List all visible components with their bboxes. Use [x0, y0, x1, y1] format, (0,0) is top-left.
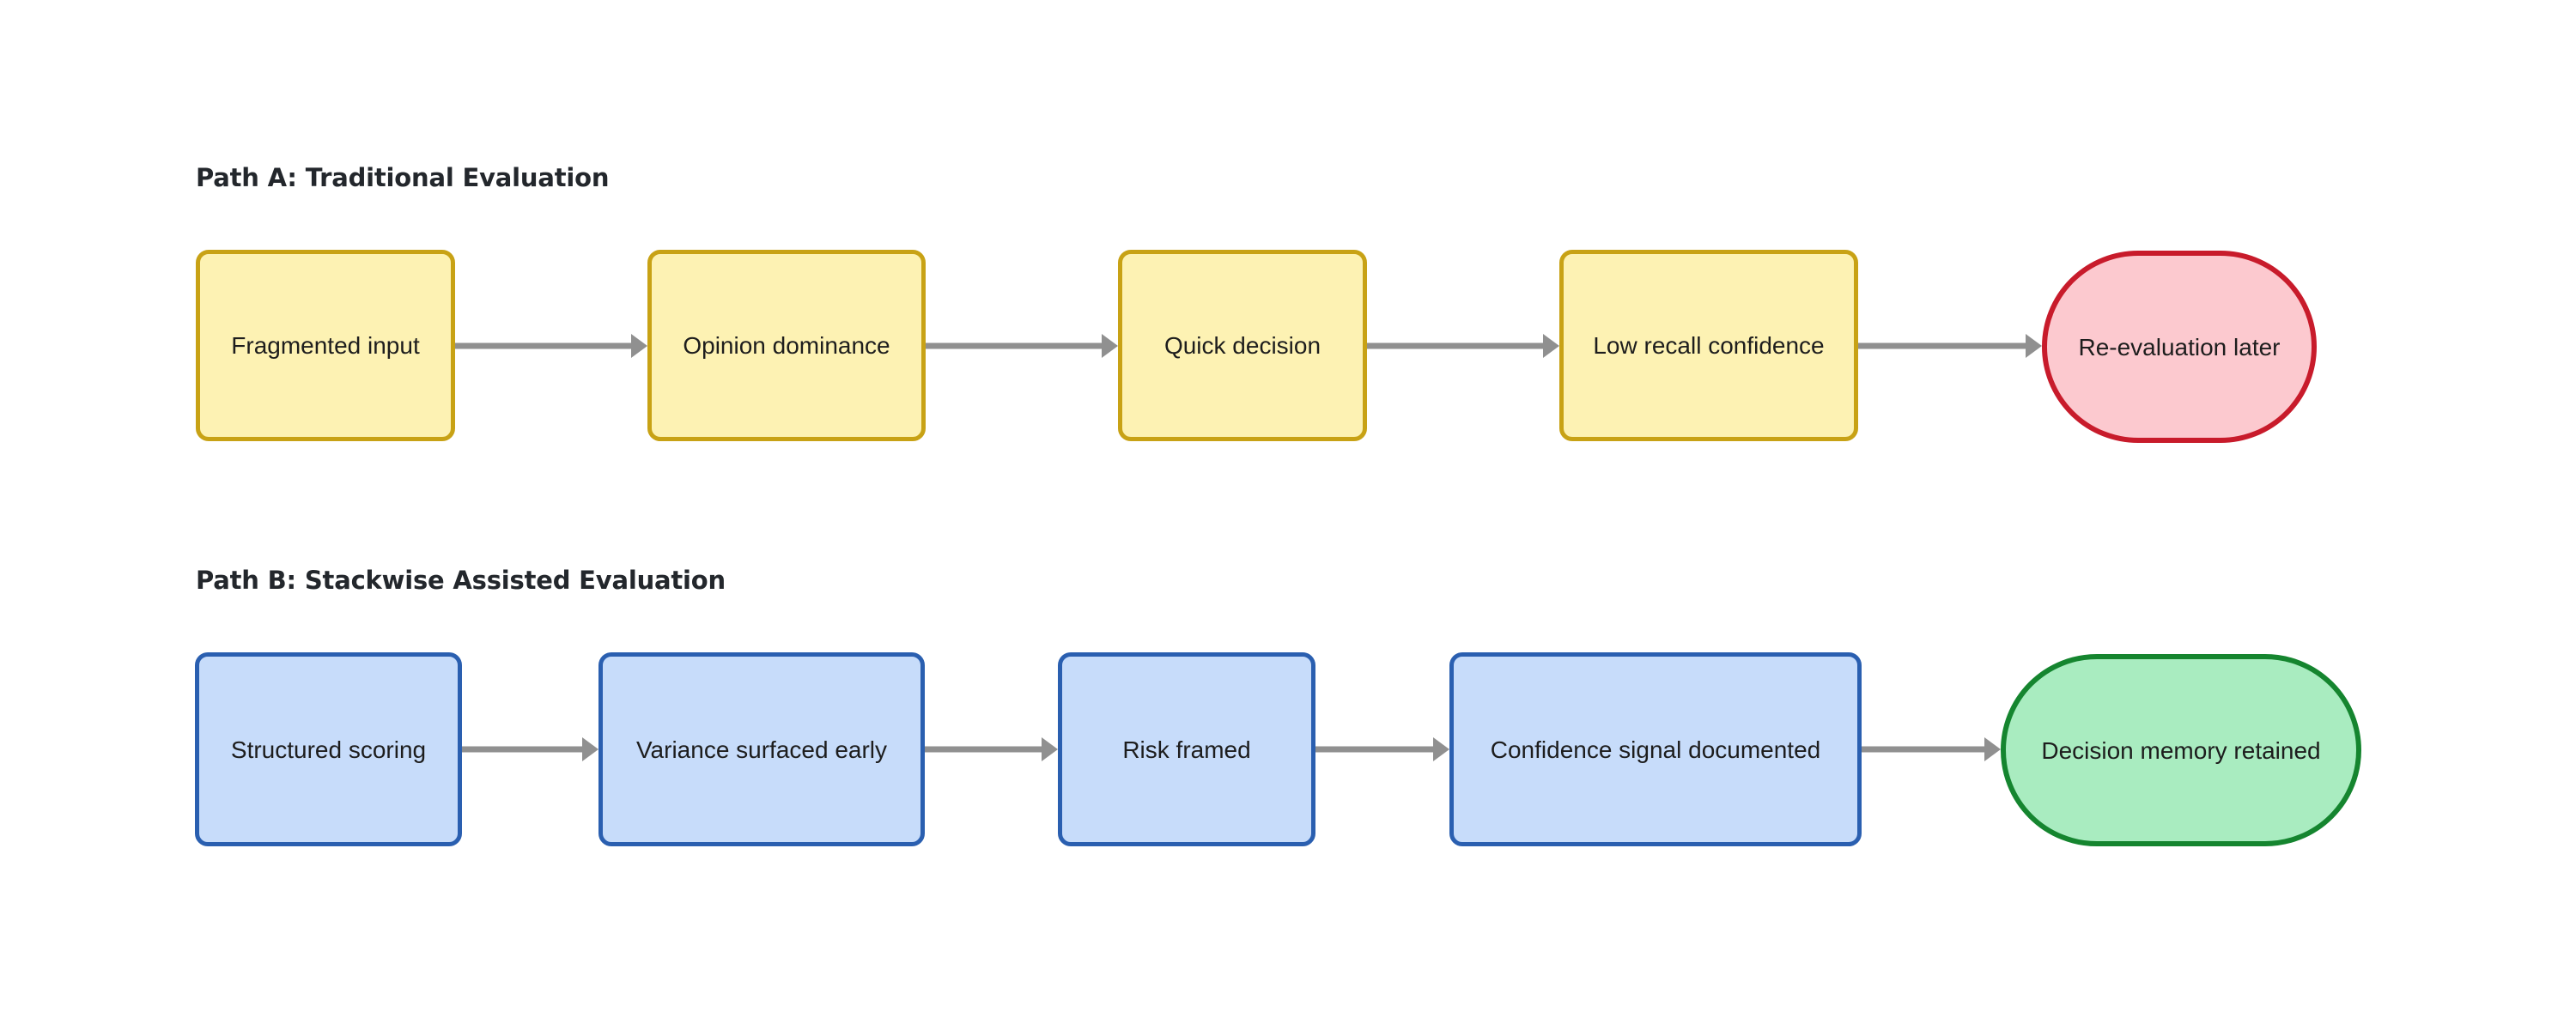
node-label: Re-evaluation later — [2078, 333, 2281, 360]
node-risk-framed[interactable]: Risk framed — [1058, 652, 1315, 846]
arrow-a3 — [1367, 329, 1559, 363]
node-re-evaluation-later[interactable]: Re-evaluation later — [2042, 251, 2317, 443]
arrow-b3 — [1315, 732, 1449, 766]
arrow-b2 — [925, 732, 1058, 766]
node-variance-surfaced-early[interactable]: Variance surfaced early — [598, 652, 925, 846]
node-label: Quick decision — [1163, 332, 1321, 359]
arrow-b4 — [1862, 732, 2001, 766]
node-label: Decision memory retained — [2041, 736, 2321, 764]
node-decision-memory-retained[interactable]: Decision memory retained — [2001, 654, 2361, 846]
node-opinion-dominance[interactable]: Opinion dominance — [647, 250, 926, 441]
path-a-heading: Path A: Traditional Evaluation — [196, 163, 610, 192]
node-label: Structured scoring — [230, 736, 427, 763]
node-quick-decision[interactable]: Quick decision — [1118, 250, 1367, 441]
arrow-a4 — [1858, 329, 2042, 363]
node-label: Fragmented input — [231, 332, 420, 359]
node-label: Confidence signal documented — [1490, 736, 1821, 763]
node-confidence-signal-documented[interactable]: Confidence signal documented — [1449, 652, 1862, 846]
arrow-a2 — [926, 329, 1118, 363]
node-fragmented-input[interactable]: Fragmented input — [196, 250, 455, 441]
arrow-b1 — [462, 732, 598, 766]
node-label: Risk framed — [1122, 736, 1251, 763]
arrow-a1 — [455, 329, 647, 363]
node-label: Opinion dominance — [683, 332, 890, 359]
path-b-heading: Path B: Stackwise Assisted Evaluation — [196, 566, 726, 595]
node-low-recall-confidence[interactable]: Low recall confidence — [1559, 250, 1858, 441]
node-label: Low recall confidence — [1593, 332, 1825, 359]
node-label: Variance surfaced early — [635, 736, 888, 763]
node-structured-scoring[interactable]: Structured scoring — [195, 652, 462, 846]
